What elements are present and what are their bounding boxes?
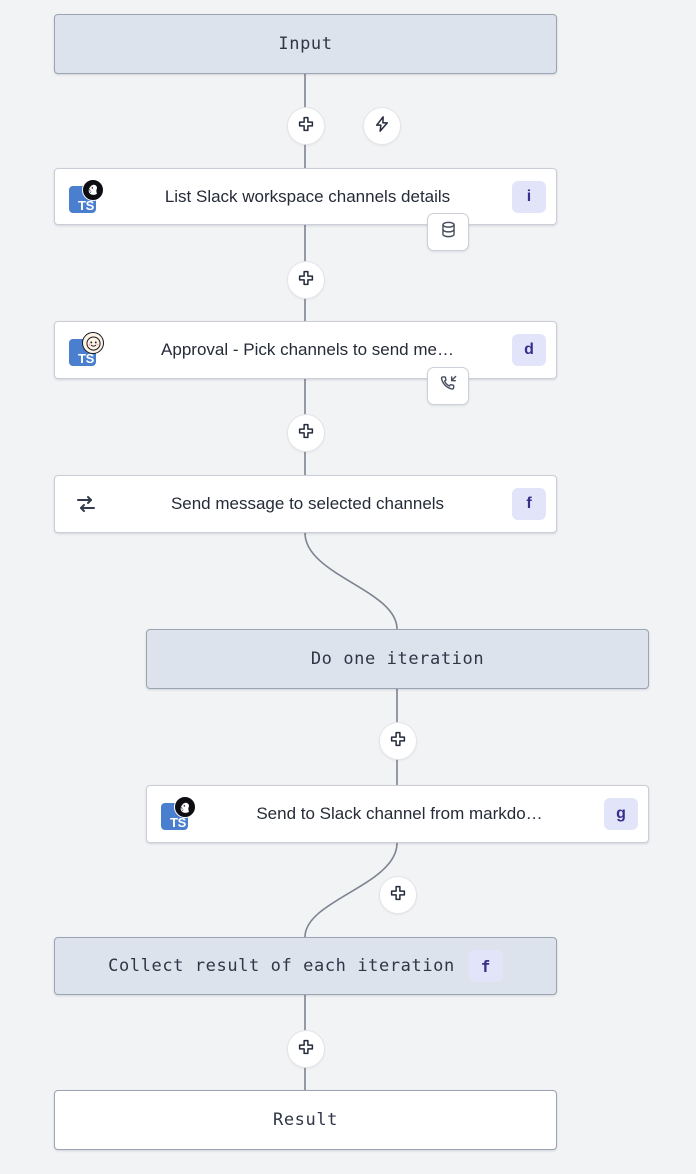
- node-do-one-iteration[interactable]: Do one iteration: [146, 629, 649, 689]
- plus-icon: [297, 269, 315, 292]
- add-step-button-3[interactable]: [287, 414, 325, 452]
- face-icon: [82, 332, 104, 354]
- typescript-icon: TS: [69, 332, 104, 367]
- plus-icon: [389, 730, 407, 753]
- node-collect-result[interactable]: Collect result of each iteration f: [54, 937, 557, 995]
- plus-icon: [297, 115, 315, 138]
- add-step-button-2[interactable]: [287, 261, 325, 299]
- node-collect-result-label: Collect result of each iteration: [108, 956, 455, 976]
- node-input-label: Input: [278, 34, 333, 54]
- node-approval-pick-channels[interactable]: TS Approval - Pick channels to send me… …: [54, 321, 557, 379]
- add-step-button-1[interactable]: [287, 107, 325, 145]
- node-result[interactable]: Result: [54, 1090, 557, 1150]
- typescript-icon: TS: [69, 178, 104, 214]
- lightning-icon: [373, 115, 391, 138]
- plus-icon: [297, 422, 315, 445]
- add-step-button-6[interactable]: [287, 1030, 325, 1068]
- node-send-message-selected-channels[interactable]: Send message to selected channels f: [54, 475, 557, 533]
- add-step-button-4[interactable]: [379, 722, 417, 760]
- loop-icon: [69, 487, 103, 521]
- phone-incoming-icon: [439, 374, 458, 398]
- node-collect-result-badge[interactable]: f: [468, 950, 503, 982]
- database-badge[interactable]: [427, 213, 469, 251]
- edge-send-to-iteration: [304, 532, 398, 630]
- node-approval-pick-channels-label: Approval - Pick channels to send me…: [161, 340, 454, 359]
- plus-icon: [297, 1038, 315, 1061]
- ts-badge-label: TS: [77, 351, 94, 366]
- node-result-label: Result: [272, 1110, 338, 1130]
- deno-icon: [174, 796, 196, 818]
- node-list-slack-channels-label: List Slack workspace channels details: [164, 186, 451, 206]
- database-icon: [439, 220, 458, 244]
- node-send-to-slack-from-markdown-badge[interactable]: g: [604, 798, 638, 830]
- plus-icon: [389, 884, 407, 907]
- node-list-slack-channels-badge[interactable]: i: [512, 180, 546, 213]
- node-approval-pick-channels-badge[interactable]: d: [512, 334, 546, 366]
- node-send-to-slack-from-markdown[interactable]: TS Sen: [146, 785, 649, 843]
- deno-icon: [82, 178, 104, 201]
- node-list-slack-channels[interactable]: TS Lis: [54, 168, 557, 225]
- ts-badge-label: TS: [77, 197, 94, 213]
- node-input[interactable]: Input: [54, 14, 557, 74]
- phone-incoming-badge[interactable]: [427, 367, 469, 405]
- node-send-to-slack-from-markdown-label: Send to Slack channel from markdo…: [256, 804, 543, 823]
- node-send-message-selected-channels-badge[interactable]: f: [512, 488, 546, 520]
- ts-badge-label: TS: [169, 815, 186, 830]
- typescript-icon: TS: [161, 796, 196, 831]
- add-step-button-5[interactable]: [379, 876, 417, 914]
- node-do-one-iteration-label: Do one iteration: [310, 649, 485, 669]
- add-trigger-button[interactable]: [363, 107, 401, 145]
- node-send-message-selected-channels-label: Send message to selected channels: [170, 494, 445, 513]
